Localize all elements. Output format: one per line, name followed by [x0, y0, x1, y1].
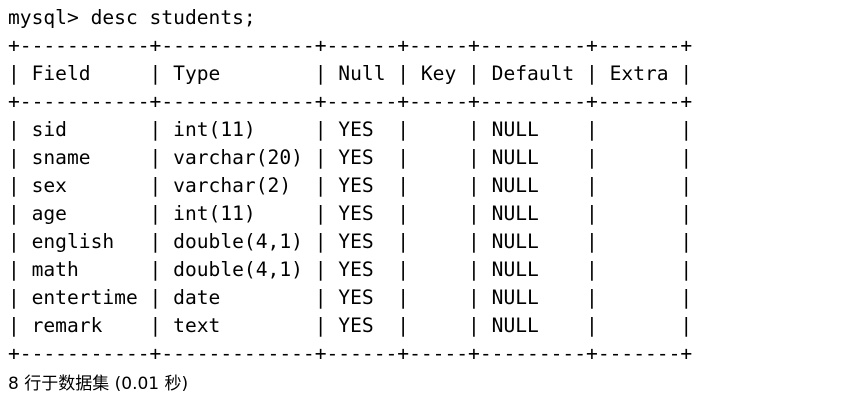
table-header-row: | Field | Type | Null | Key | Default | …: [8, 62, 693, 85]
table-body: | sid | int(11) | YES | | NULL | | | snam…: [8, 116, 854, 340]
table-row: | sname | varchar(20) | YES | | NULL | |: [8, 146, 693, 169]
mysql-prompt-line: mysql> desc students;: [8, 6, 256, 29]
table-border-header: +-----------+-------------+------+-----+…: [8, 90, 693, 113]
table-row: | remark | text | YES | | NULL | |: [8, 314, 693, 337]
table-row: | english | double(4,1) | YES | | NULL |…: [8, 230, 693, 253]
table-row: | sex | varchar(2) | YES | | NULL | |: [8, 174, 693, 197]
result-summary: 8 行于数据集 (0.01 秒): [8, 374, 189, 394]
table-row: | math | double(4,1) | YES | | NULL | |: [8, 258, 693, 281]
table-row: | sid | int(11) | YES | | NULL | |: [8, 118, 693, 141]
table-row: | entertime | date | YES | | NULL | |: [8, 286, 693, 309]
table-row: | age | int(11) | YES | | NULL | |: [8, 202, 693, 225]
table-border-bottom: +-----------+-------------+------+-----+…: [8, 342, 693, 365]
table-border-top: +-----------+-------------+------+-----+…: [8, 34, 693, 57]
